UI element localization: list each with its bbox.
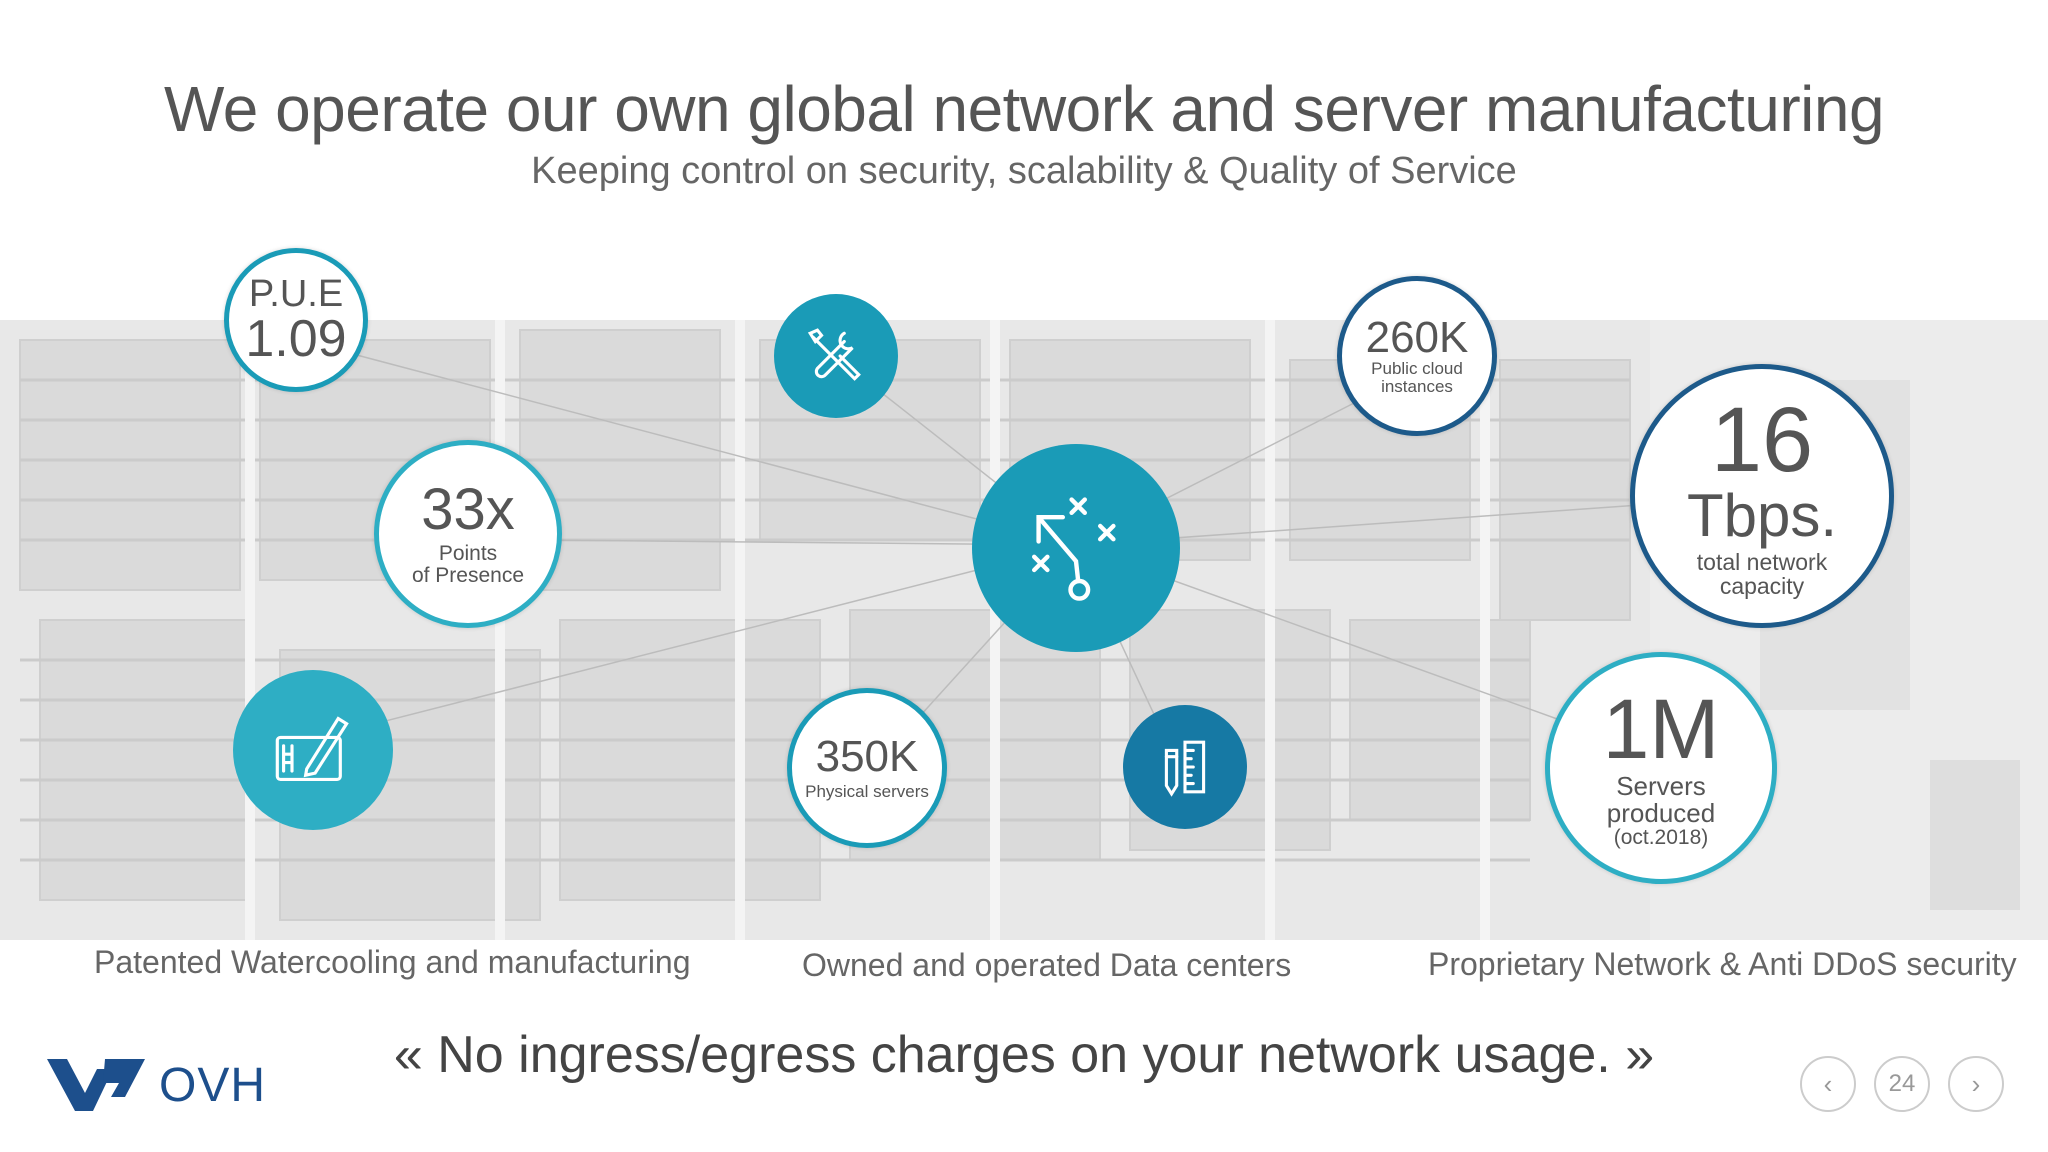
design-tablet-icon xyxy=(275,716,349,781)
ruler-icon-circle xyxy=(1123,705,1247,829)
slide-subtitle: Keeping control on security, scalability… xyxy=(531,150,1517,192)
physical-servers-circle: 350K Physical servers xyxy=(787,688,947,848)
page-number: 24 xyxy=(1874,1056,1930,1112)
pop-line2: of Presence xyxy=(411,564,525,587)
pop-circle: 33x Points of Presence xyxy=(374,440,562,628)
pue-circle: P.U.E 1.09 xyxy=(224,248,368,392)
strategy-icon-circle xyxy=(972,444,1180,652)
caption-datacenters: Owned and operated Data centers xyxy=(802,947,1292,983)
capacity-line1: total network xyxy=(1696,548,1828,575)
ovh-logo: OVH xyxy=(45,1050,275,1120)
capacity-circle: 16 Tbps. total network capacity xyxy=(1630,364,1894,628)
chevron-left-icon: ‹ xyxy=(1823,1068,1833,1099)
prev-slide-button[interactable]: ‹ xyxy=(1800,1056,1856,1112)
ovh-logo-icon xyxy=(47,1059,145,1111)
caption-watercooling: Patented Watercooling and manufacturing xyxy=(94,944,691,980)
tools-icon-circle xyxy=(774,294,898,418)
cloud-line2: instances xyxy=(1381,377,1453,396)
pop-line1: Points xyxy=(438,541,498,565)
produced-line1: Servers xyxy=(1616,770,1706,801)
produced-line2: produced xyxy=(1606,797,1716,828)
produced-line3: (oct.2018) xyxy=(1613,826,1709,850)
brand-name: OVH xyxy=(159,1058,267,1112)
capacity-value: 16 xyxy=(1710,388,1814,491)
ruler-pencil-icon xyxy=(1164,740,1206,797)
servers-value: 350K xyxy=(815,732,919,782)
network-quote: « No ingress/egress charges on your netw… xyxy=(393,1026,1655,1084)
capacity-unit: Tbps. xyxy=(1686,481,1838,549)
cloud-line1: Public cloud xyxy=(1371,359,1463,379)
slide-title: We operate our own global network and se… xyxy=(163,73,1885,145)
capacity-line2: capacity xyxy=(1719,573,1805,599)
pop-value: 33x xyxy=(421,476,515,542)
produced-value: 1M xyxy=(1602,681,1720,776)
design-icon-circle xyxy=(233,670,393,830)
cloud-instances-circle: 260K Public cloud instances xyxy=(1337,276,1497,436)
caption-network: Proprietary Network & Anti DDoS security xyxy=(1428,946,2017,982)
strategy-icon xyxy=(1032,497,1116,601)
chevron-right-icon: › xyxy=(1971,1068,1981,1099)
pue-value: 1.09 xyxy=(245,310,347,368)
next-slide-button[interactable]: › xyxy=(1948,1056,2004,1112)
pue-label: P.U.E xyxy=(248,273,344,315)
servers-line1: Physical servers xyxy=(805,782,929,802)
page-number-text: 24 xyxy=(1888,1070,1916,1097)
tools-icon xyxy=(807,328,861,381)
servers-produced-circle: 1M Servers produced (oct.2018) xyxy=(1545,652,1777,884)
cloud-value: 260K xyxy=(1365,313,1469,363)
